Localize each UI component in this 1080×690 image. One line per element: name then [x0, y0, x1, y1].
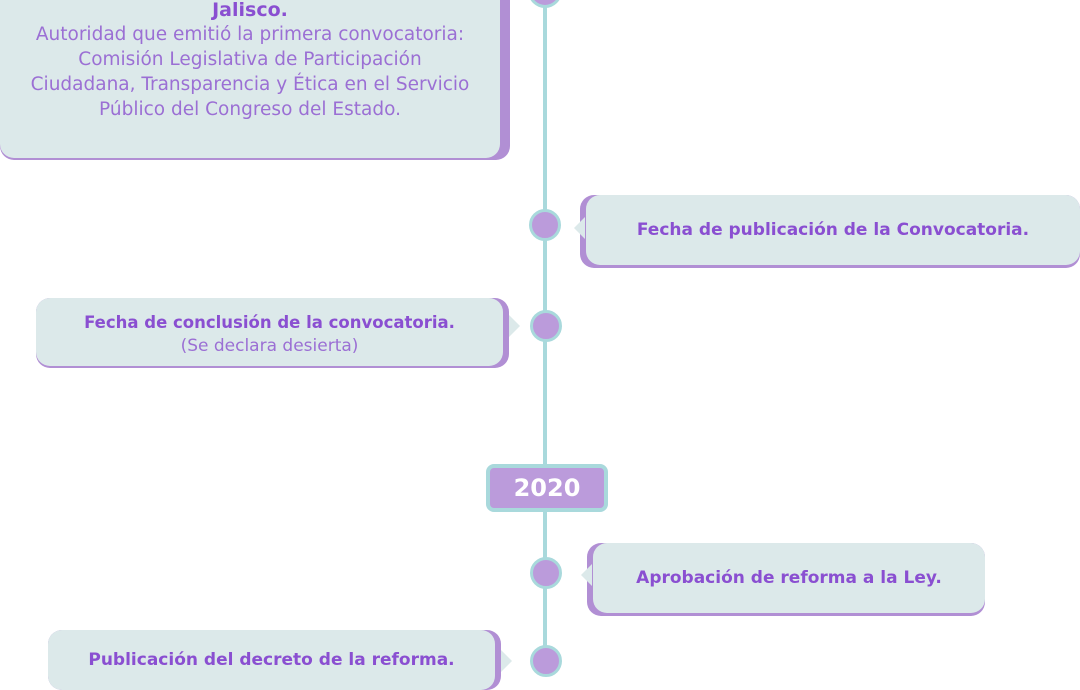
- event-pointer: [574, 217, 585, 239]
- event-card-authority: Jalisco. Autoridad que emitió la primera…: [0, 0, 500, 158]
- event-title: Aprobación de reforma a la Ley.: [636, 568, 942, 588]
- event-card-conclusion: Fecha de conclusión de la convocatoria. …: [36, 298, 503, 366]
- timeline-node: [529, 209, 561, 241]
- timeline-node: [530, 645, 562, 677]
- event-title: Jalisco.: [212, 0, 288, 21]
- event-pointer: [509, 315, 520, 337]
- event-title: Publicación del decreto de la reforma.: [88, 650, 455, 670]
- timeline-node-top: [528, 0, 562, 8]
- event-card-decree-publication: Publicación del decreto de la reforma.: [48, 630, 495, 690]
- event-pointer: [501, 650, 512, 672]
- timeline-node: [530, 310, 562, 342]
- year-badge: 2020: [486, 464, 608, 512]
- event-title: Fecha de publicación de la Convocatoria.: [636, 220, 1030, 240]
- event-card-publication: Fecha de publicación de la Convocatoria.: [586, 195, 1080, 265]
- event-pointer: [581, 564, 592, 586]
- timeline-node: [530, 557, 562, 589]
- event-title: Fecha de conclusión de la convocatoria.: [84, 313, 455, 332]
- event-card-reform-approval: Aprobación de reforma a la Ley.: [593, 543, 985, 613]
- event-description: (Se declara desierta): [180, 336, 359, 356]
- event-description: Autoridad que emitió la primera convocat…: [30, 24, 470, 120]
